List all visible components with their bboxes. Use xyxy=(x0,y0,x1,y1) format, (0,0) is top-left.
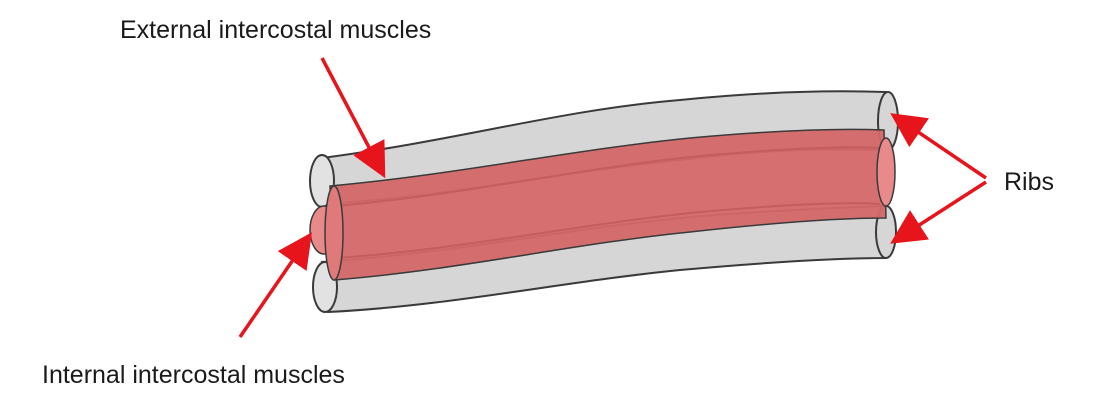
external-muscle-body xyxy=(329,128,887,281)
external-muscle-end-left xyxy=(324,185,344,281)
ribs-arrow-lower xyxy=(890,180,987,244)
ribs-label: Ribs xyxy=(1004,168,1055,196)
internal-arrow xyxy=(238,232,312,338)
external-muscle-end-right xyxy=(876,137,896,207)
external-intercostal-label: External intercostal muscles xyxy=(120,16,432,44)
external-muscle xyxy=(324,128,896,281)
external-arrow xyxy=(320,57,386,179)
external-muscle-lowline xyxy=(337,202,881,259)
ribs-arrow-upper xyxy=(890,113,987,180)
internal-intercostal-label: Internal intercostal muscles xyxy=(42,361,345,389)
external-muscle-highlight xyxy=(335,146,881,207)
